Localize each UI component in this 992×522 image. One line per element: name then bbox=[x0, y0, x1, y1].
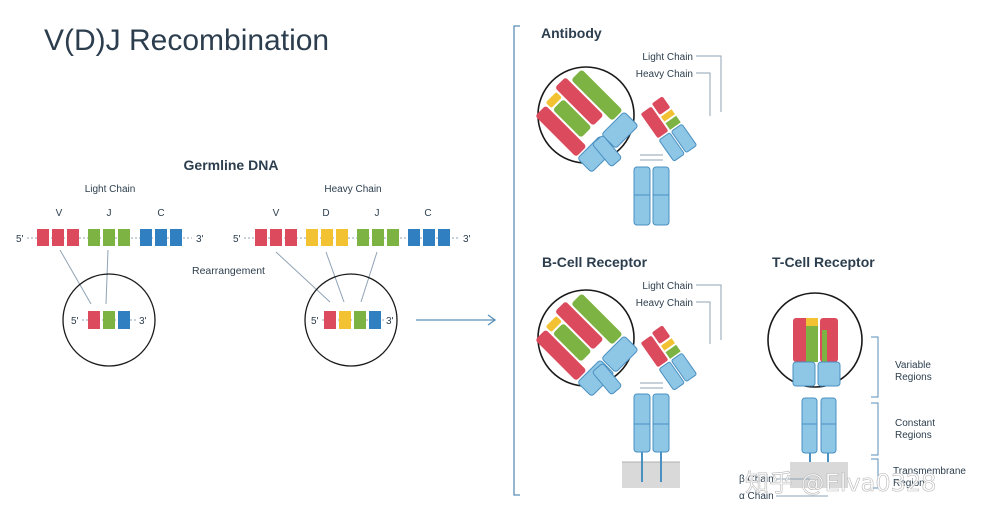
j-segment bbox=[118, 229, 130, 246]
heavy-chain-germline: Heavy Chain V D J C 5' 3' Rearrangement … bbox=[192, 184, 471, 367]
bcr-diagram bbox=[536, 289, 697, 482]
j-segment bbox=[103, 311, 115, 329]
callout-line bbox=[696, 284, 722, 340]
rearranged-zoom-circle bbox=[304, 273, 398, 367]
light-chain-callout: Light Chain bbox=[642, 52, 693, 63]
callout-line bbox=[696, 72, 711, 116]
c-segment bbox=[140, 229, 152, 246]
rearrangement-label: Rearrangement bbox=[192, 265, 265, 277]
cell-membrane bbox=[790, 462, 848, 488]
prime5-label: 5' bbox=[311, 316, 319, 327]
prime5-label: 5' bbox=[16, 234, 24, 245]
segment-label-c: C bbox=[157, 208, 164, 219]
v-segment bbox=[285, 229, 297, 246]
c-segment bbox=[423, 229, 435, 246]
v-segment bbox=[270, 229, 282, 246]
prime5-label: 5' bbox=[233, 234, 241, 245]
tcr-section: T-Cell Receptor Variable Regions Constan… bbox=[739, 254, 966, 502]
variable-regions-label: Variable bbox=[895, 360, 931, 371]
segment-label-j: J bbox=[375, 208, 380, 219]
d-segment bbox=[336, 229, 348, 246]
watermark: 知乎 @Elva0328 bbox=[745, 469, 936, 497]
d-segment bbox=[339, 311, 351, 329]
d-segment bbox=[321, 229, 333, 246]
bcr-heading: B-Cell Receptor bbox=[542, 254, 648, 270]
rearrangement-line bbox=[275, 251, 331, 303]
c-segment bbox=[170, 229, 182, 246]
tcr-heading: T-Cell Receptor bbox=[772, 254, 875, 270]
segment-label-j: J bbox=[107, 208, 112, 219]
c-segment bbox=[438, 229, 450, 246]
callout-line bbox=[696, 301, 711, 344]
c-segment bbox=[118, 311, 130, 329]
prime5-label: 5' bbox=[71, 316, 79, 327]
rearrangement-line bbox=[105, 249, 109, 305]
segment-label-c: C bbox=[424, 208, 431, 219]
page-title: V(D)J Recombination bbox=[44, 24, 329, 57]
section-bracket bbox=[513, 25, 520, 496]
variable-regions-label: Regions bbox=[895, 372, 932, 383]
v-segment bbox=[255, 229, 267, 246]
antibody-heading: Antibody bbox=[541, 25, 602, 41]
v-segment bbox=[324, 311, 336, 329]
rearrangement-line bbox=[59, 249, 92, 305]
j-segment bbox=[103, 229, 115, 246]
segment-label-v: V bbox=[273, 208, 280, 219]
heavy-chain-label: Heavy Chain bbox=[324, 184, 381, 195]
prime3-label: 3' bbox=[139, 316, 147, 327]
d-segment bbox=[306, 229, 318, 246]
region-bracket bbox=[871, 458, 879, 489]
v-segment bbox=[37, 229, 49, 246]
v-segment bbox=[67, 229, 79, 246]
light-chain-label: Light Chain bbox=[85, 184, 136, 195]
callout-line bbox=[696, 55, 722, 112]
v-segment bbox=[52, 229, 64, 246]
prime3-label: 3' bbox=[463, 234, 471, 245]
prime3-label: 3' bbox=[196, 234, 204, 245]
constant-regions-label: Regions bbox=[895, 430, 932, 441]
constant-regions-label: Constant bbox=[895, 418, 935, 429]
j-segment bbox=[387, 229, 399, 246]
transmembrane-region-label: Transmembrane bbox=[893, 466, 966, 477]
region-bracket bbox=[871, 336, 879, 398]
rearranged-zoom-circle bbox=[62, 273, 156, 367]
heavy-chain-callout: Heavy Chain bbox=[636, 298, 693, 309]
transmembrane-region-label: Region bbox=[893, 478, 925, 489]
c-segment bbox=[155, 229, 167, 246]
arrow-right-icon bbox=[416, 314, 497, 326]
j-segment bbox=[88, 229, 100, 246]
alpha-chain-label: α Chain bbox=[739, 491, 774, 502]
j-segment bbox=[354, 311, 366, 329]
j-segment bbox=[372, 229, 384, 246]
j-segment bbox=[357, 229, 369, 246]
heavy-chain-callout: Heavy Chain bbox=[636, 69, 693, 80]
beta-chain-label: β Chain bbox=[739, 474, 774, 485]
germline-heading: Germline DNA bbox=[184, 157, 279, 173]
segment-label-v: V bbox=[56, 208, 63, 219]
c-segment bbox=[369, 311, 381, 329]
c-segment bbox=[408, 229, 420, 246]
tcr-diagram bbox=[790, 318, 848, 488]
light-chain-germline: Light Chain V J C 5' 3' 5' 3' bbox=[16, 184, 204, 367]
antibody-diagram bbox=[536, 66, 697, 226]
region-bracket bbox=[871, 402, 879, 456]
cell-membrane bbox=[622, 462, 680, 488]
prime3-label: 3' bbox=[386, 316, 394, 327]
antibody-section: Antibody bbox=[536, 25, 722, 226]
light-chain-callout: Light Chain bbox=[642, 281, 693, 292]
bcr-section: B-Cell Receptor bbox=[536, 254, 722, 488]
segment-label-d: D bbox=[322, 208, 329, 219]
v-segment bbox=[88, 311, 100, 329]
